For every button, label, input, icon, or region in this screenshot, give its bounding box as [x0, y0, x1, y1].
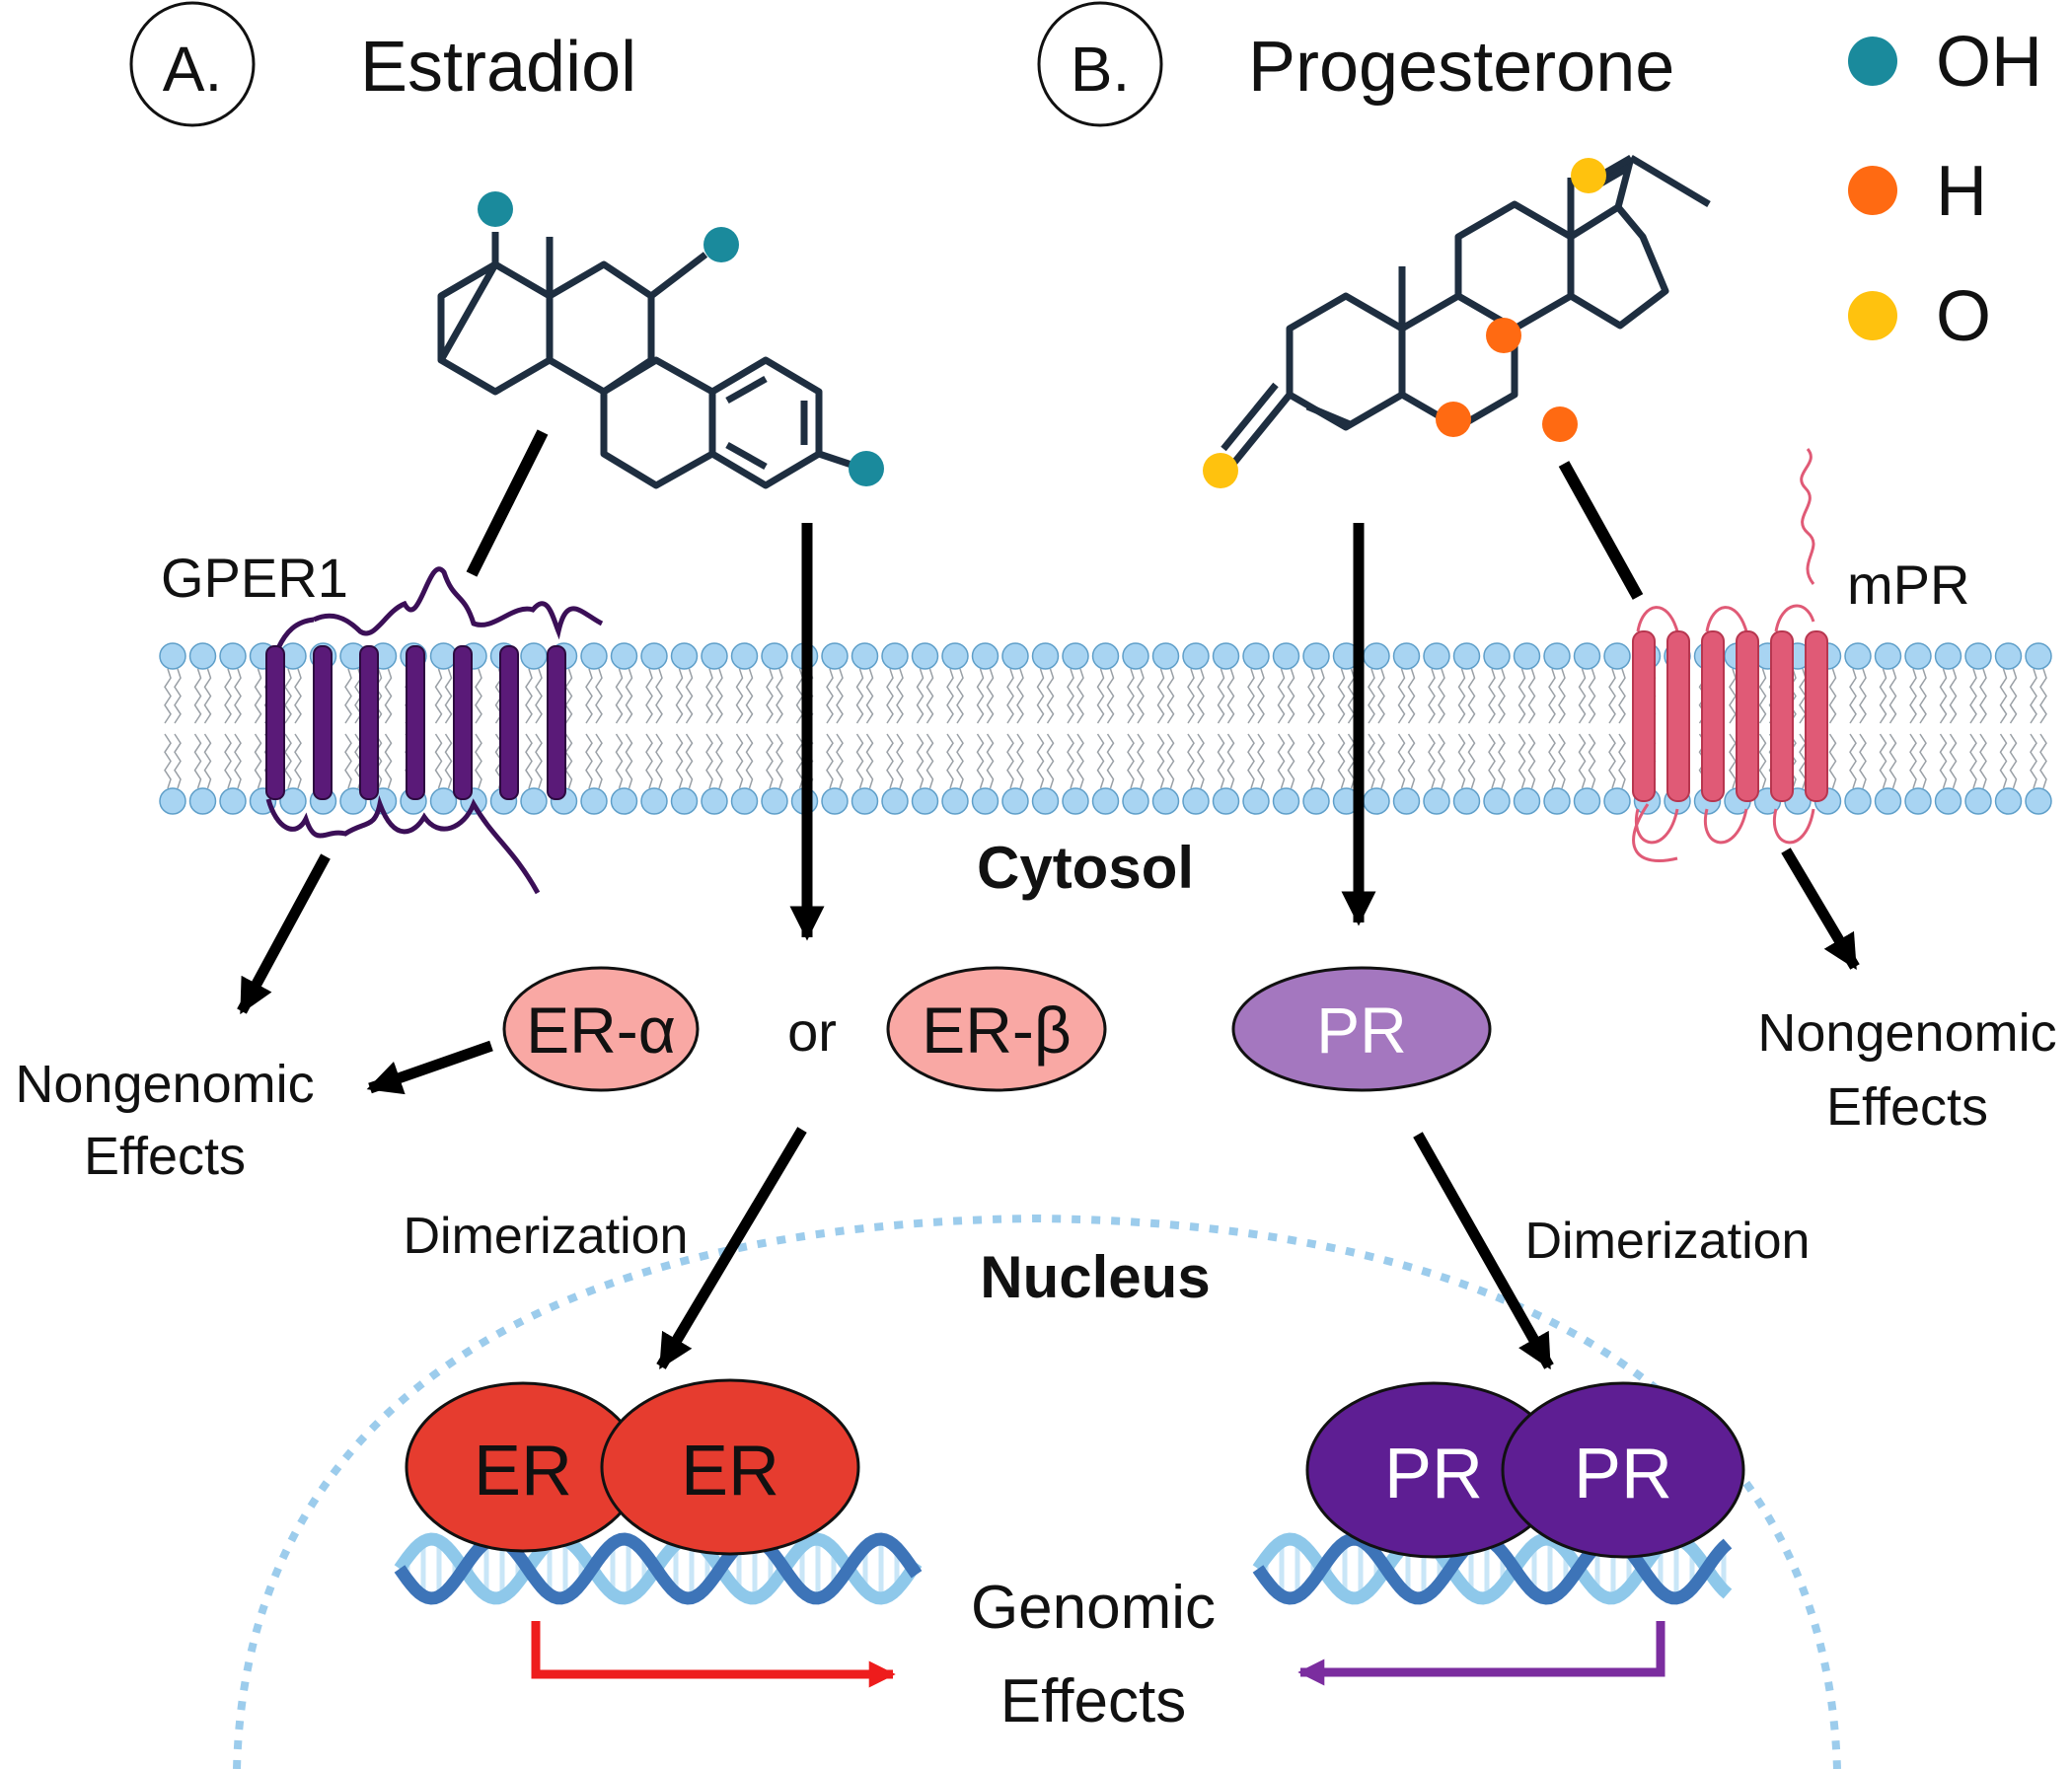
- estradiol-molecule: [437, 232, 865, 489]
- er-alpha-receptor: [502, 966, 700, 1092]
- dimerization-left-label: Dimerization: [404, 1208, 689, 1265]
- mpr-nongenomic-arrow: [1781, 848, 1860, 971]
- estradiol-gper1-link: [466, 429, 549, 577]
- panel-b-marker-circle: [1037, 1, 1163, 127]
- progesterone-h-3: [1542, 406, 1578, 442]
- panel-b-marker: B.: [1071, 34, 1130, 105]
- panel-a-marker: A.: [163, 34, 222, 105]
- estradiol-oh-side: [703, 227, 739, 262]
- estradiol-title: Estradiol: [360, 28, 636, 107]
- progesterone-title: Progesterone: [1248, 28, 1674, 107]
- progesterone-h-1: [1436, 402, 1471, 437]
- legend-h-label: H: [1936, 152, 1987, 231]
- progesterone-o-ketone-3: [1203, 453, 1238, 488]
- cytosol-label: Cytosol: [977, 835, 1194, 901]
- progesterone-o-ketone-top: [1571, 158, 1606, 193]
- mpr-label: mPR: [1847, 553, 1969, 616]
- progesterone-h-2: [1486, 318, 1521, 353]
- panel-a-marker-circle: [129, 1, 256, 127]
- pr-dimer-left-label: PR: [1384, 1435, 1483, 1513]
- estradiol-oh-17: [478, 191, 513, 227]
- pr-dimerization-arrow: [1413, 1132, 1554, 1370]
- er-beta-receptor: [886, 966, 1107, 1092]
- nongenomic-right-line2: Effects: [1826, 1077, 1988, 1137]
- er-dimer-right: [600, 1378, 860, 1556]
- er-alpha-label: ER-α: [526, 994, 676, 1067]
- er-dimer-left-label: ER: [474, 1432, 572, 1511]
- er-beta-label: ER-β: [922, 994, 1072, 1067]
- nongenomic-left-line1: Nongenomic: [15, 1055, 314, 1114]
- gper1-nongenomic-arrow: [237, 853, 331, 1015]
- pr-receptor: [1231, 966, 1492, 1092]
- er-dimerization-arrow: [656, 1127, 807, 1370]
- er-transcription-arrow: [531, 1621, 896, 1688]
- progesterone-mpr-link: [1558, 461, 1644, 600]
- gper1-receptor: [265, 566, 604, 895]
- nongenomic-left-line2: Effects: [84, 1127, 246, 1186]
- genomic-effects-line1: Genomic: [971, 1574, 1216, 1642]
- nongenomic-right-line1: Nongenomic: [1757, 1003, 2056, 1063]
- er-dimer-right-label: ER: [681, 1432, 779, 1511]
- gper1-label: GPER1: [161, 547, 348, 609]
- cell-membrane: [159, 642, 2052, 815]
- legend-o-label: O: [1936, 277, 1991, 356]
- pr-transcription-arrow: [1297, 1621, 1665, 1686]
- legend-h-swatch: [1848, 166, 1897, 215]
- atom-legend: OH H O: [1848, 23, 2042, 356]
- legend-o-swatch: [1848, 291, 1897, 340]
- pr-label: PR: [1316, 994, 1407, 1067]
- nucleus-label: Nucleus: [980, 1244, 1210, 1310]
- er-nongenomic-arrow: [366, 1040, 493, 1095]
- estradiol-oh-3: [849, 451, 884, 486]
- legend-oh-swatch: [1848, 37, 1897, 86]
- mpr-receptor: [1632, 448, 1828, 863]
- dna-left: [394, 1532, 923, 1605]
- pr-dimer-right: [1501, 1381, 1745, 1559]
- genomic-effects-line2: Effects: [1000, 1667, 1186, 1735]
- pr-dimer-right-label: PR: [1574, 1435, 1672, 1513]
- dimerization-right-label: Dimerization: [1525, 1213, 1811, 1270]
- or-label: or: [787, 1000, 837, 1063]
- legend-oh-label: OH: [1936, 23, 2042, 102]
